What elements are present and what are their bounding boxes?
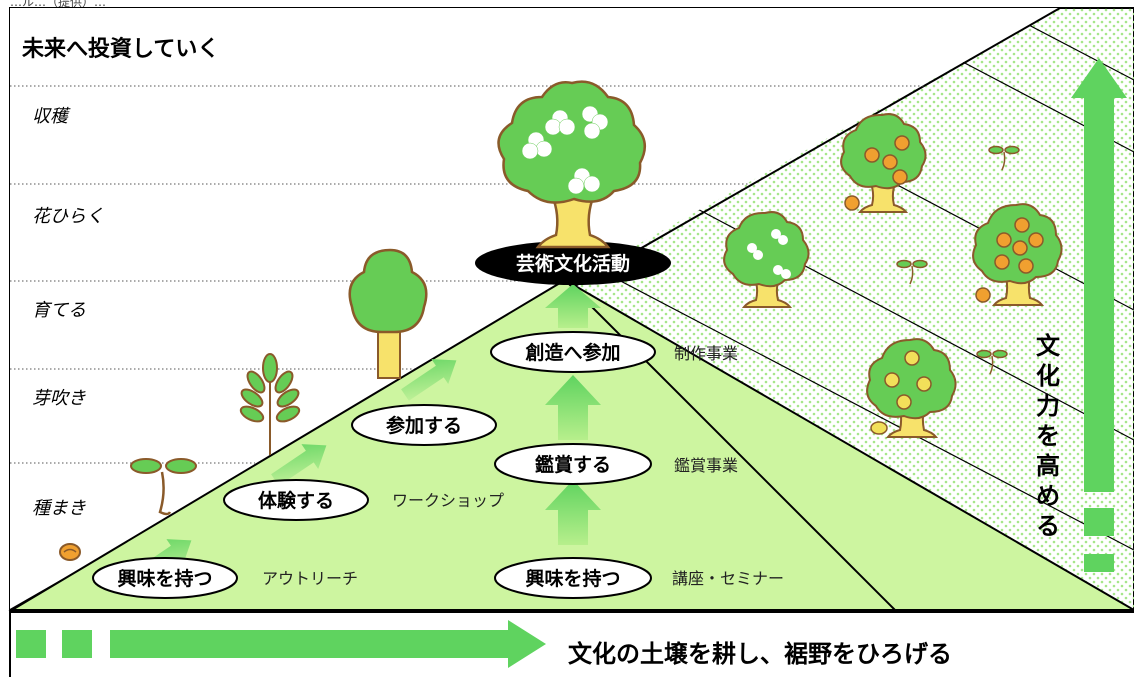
diagonal-arrow	[271, 444, 327, 486]
right-step-3: 創造へ参加 制作事業	[490, 331, 738, 373]
right-step-1: 興味を持つ 講座・セミナー	[494, 557, 784, 599]
step-label: 鑑賞する	[535, 453, 611, 476]
step-label: 興味を持つ	[525, 567, 620, 590]
stage-label-grow: 育てる	[32, 300, 86, 321]
left-step-1: 興味を持つ アウトリーチ	[92, 557, 358, 599]
svg-text:を: を	[1036, 422, 1060, 450]
stage-label-harvest: 収穫	[32, 106, 71, 127]
young-tree-icon	[348, 248, 428, 379]
step-side-label: 講座・セミナー	[672, 569, 784, 588]
sprout-icon	[976, 349, 1008, 375]
svg-text:化: 化	[1036, 362, 1060, 390]
vertical-label: 文 化 力 を 高 め る	[1036, 332, 1061, 540]
sprout-icon	[896, 259, 928, 285]
svg-text:る: る	[1036, 512, 1060, 540]
sky-triangle	[10, 8, 1060, 610]
fruit-tree-icon	[840, 113, 927, 213]
header-fragment: …ル…（提供）…	[10, 0, 106, 9]
bottom-label: 文化の土壌を耕し、裾野をひろげる	[568, 640, 952, 668]
stage-label-bloom: 花ひらく	[32, 206, 104, 227]
up-arrow	[545, 284, 601, 328]
svg-text:力: 力	[1036, 392, 1060, 420]
fruit-tree-icon	[866, 338, 957, 438]
step-side-label: アウトリーチ	[262, 569, 358, 588]
diagonal-arrow	[401, 359, 457, 401]
step-label: 体験する	[258, 489, 334, 512]
sprout-icon	[988, 145, 1020, 171]
step-label: 創造へ参加	[525, 341, 620, 364]
stage-label-sprout: 芽吹き	[32, 388, 86, 409]
step-label: 興味を持つ	[117, 567, 212, 590]
step-side-label: 鑑賞事業	[674, 456, 738, 475]
right-step-2: 鑑賞する 鑑賞事業	[494, 443, 738, 485]
stripe-line	[589, 264, 1134, 551]
dotted-field	[565, 8, 1134, 612]
up-arrow	[545, 375, 601, 440]
step-side-label: 制作事業	[674, 344, 738, 363]
diagram-title: 未来へ投資していく	[22, 36, 219, 62]
left-step-3: 参加する	[351, 404, 497, 446]
sprout-icon	[130, 458, 197, 516]
svg-text:め: め	[1036, 482, 1060, 510]
fruit-tree-icon	[972, 203, 1063, 306]
horizontal-spread-arrow	[16, 620, 546, 668]
flowering-tree-icon	[497, 80, 647, 249]
top-node: 芸術文化活動	[475, 241, 671, 285]
vertical-growth-arrow	[1071, 58, 1127, 572]
left-step-2: 体験する ワークショップ	[223, 479, 504, 521]
step-label: 参加する	[386, 414, 462, 437]
seedling-icon	[239, 353, 301, 455]
right-path-arrows	[545, 284, 601, 545]
seed-icon	[59, 543, 81, 561]
top-node-label: 芸術文化活動	[516, 252, 630, 275]
svg-text:文: 文	[1036, 332, 1061, 360]
flowering-tree-small-icon	[723, 211, 810, 308]
step-side-label: ワークショップ	[392, 491, 504, 510]
svg-text:高: 高	[1036, 452, 1060, 480]
stage-label-sow: 種まき	[32, 498, 86, 519]
up-arrow	[545, 480, 601, 545]
